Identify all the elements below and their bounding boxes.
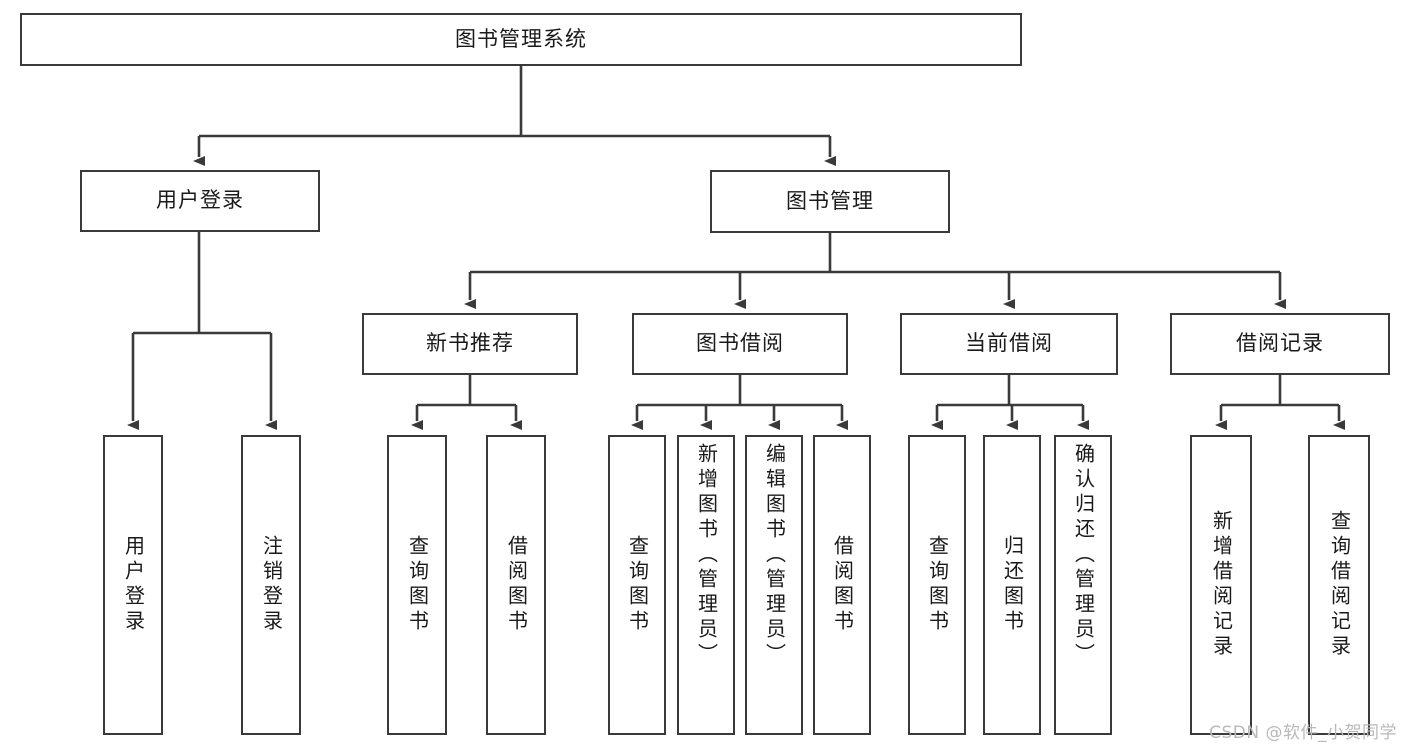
leaf-query-books-current[interactable]: 查询图书 [908,435,966,735]
leaf-logout[interactable]: 注销登录 [241,435,301,735]
leaf-add-book-admin[interactable]: 新增图书（管理员） [677,435,735,735]
leaf-edit-book-admin[interactable]: 编辑图书（管理员） [745,435,803,735]
leaf-query-borrow-record[interactable]: 查询借阅记录 [1308,435,1370,735]
node-book-borrow[interactable]: 图书借阅 [632,313,848,375]
leaf-add-borrow-record[interactable]: 新增借阅记录 [1190,435,1252,735]
csdn-watermark: CSDN @软件_小贺同学 [1209,723,1397,743]
leaf-borrow-books-recommend[interactable]: 借阅图书 [486,435,546,735]
node-root-system[interactable]: 图书管理系统 [20,13,1022,66]
leaf-confirm-return-admin[interactable]: 确认归还（管理员） [1054,435,1112,735]
leaf-query-books-recommend[interactable]: 查询图书 [387,435,447,735]
node-user-login[interactable]: 用户登录 [80,170,320,232]
leaf-user-login[interactable]: 用户登录 [103,435,163,735]
node-book-management[interactable]: 图书管理 [710,170,950,233]
node-current-borrow[interactable]: 当前借阅 [900,313,1118,375]
node-borrow-records[interactable]: 借阅记录 [1170,313,1390,375]
node-new-book-recommend[interactable]: 新书推荐 [362,313,578,375]
leaf-return-book[interactable]: 归还图书 [983,435,1041,735]
leaf-borrow-book[interactable]: 借阅图书 [813,435,871,735]
leaf-query-books-borrow[interactable]: 查询图书 [608,435,666,735]
